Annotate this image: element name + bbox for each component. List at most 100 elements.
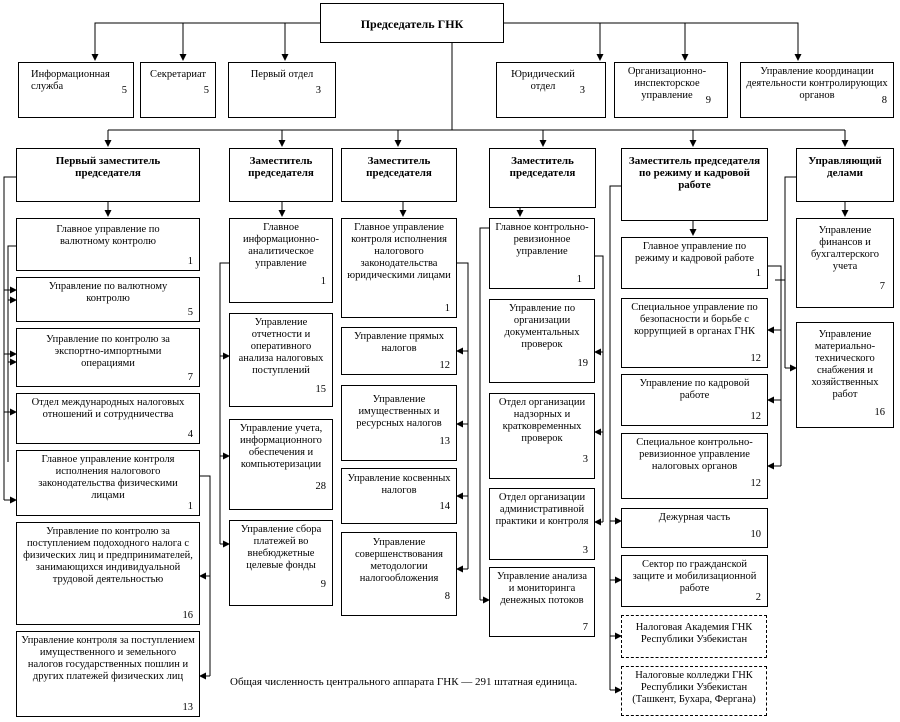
- unit-label: Отдел международных налоговых отношений …: [31, 397, 185, 420]
- unit-label: Сектор по гражданской защите и мобилизац…: [632, 559, 757, 594]
- staff-count: 3: [315, 85, 321, 96]
- staff-count: 28: [315, 481, 327, 492]
- col1-income-tax-control: Управление по контролю за поступлением п…: [16, 522, 200, 625]
- col4-documentary-audits: Управление по организации документальных…: [489, 299, 595, 383]
- staff-count: 8: [444, 591, 450, 602]
- chairman-box: Председатель ГНК: [320, 3, 504, 43]
- unit-label: Налоговая Академия ГНК Республики Узбеки…: [635, 622, 753, 645]
- unit-label: Отдел организации административной практ…: [495, 492, 589, 527]
- col4-supervisory-checks: Отдел организации надзорных и кратковрем…: [489, 393, 595, 479]
- col2-reporting-analysis: Управление отчетности и оперативного ана…: [229, 313, 333, 407]
- unit-information-service: Информационная служба 5: [18, 62, 134, 118]
- staff-count: 12: [750, 411, 762, 422]
- staff-count: 1: [576, 274, 582, 285]
- col1-international-relations: Отдел международных налоговых отношений …: [16, 393, 200, 444]
- unit-label: Управление по контролю за экспортно-импо…: [46, 334, 170, 369]
- deputy-audit: Заместитель председателя: [489, 148, 596, 208]
- staff-count: 12: [750, 353, 762, 364]
- deputy-regime-personnel: Заместитель председателя по режиму и кад…: [621, 148, 768, 221]
- staff-count: 13: [182, 702, 194, 713]
- staff-count: 1: [320, 276, 326, 287]
- unit-label: Первый отдел: [250, 69, 314, 80]
- unit-label: Организационно-инспекторское управление: [627, 66, 707, 101]
- col2-accounting-it: Управление учета, информационного обеспе…: [229, 419, 333, 510]
- staff-count: 2: [755, 592, 761, 603]
- staff-count: 1: [444, 303, 450, 314]
- unit-label: Специальное управление по безопасности и…: [631, 302, 758, 337]
- col3-tax-methodology: Управление совершенствования методологии…: [341, 532, 457, 616]
- col1-property-land-tax: Управление контроля за поступлением имущ…: [16, 631, 200, 717]
- deputy-first: Первый заместитель председателя: [16, 148, 200, 202]
- col1-main-currency-control: Главное управление по валютному контролю…: [16, 218, 200, 271]
- unit-first-department: Первый отдел 3: [228, 62, 336, 118]
- staff-count: 13: [439, 436, 451, 447]
- staff-count: 9: [320, 579, 326, 590]
- col5-main-regime-personnel: Главное управление по режиму и кадровой …: [621, 237, 768, 289]
- col1-export-import: Управление по контролю за экспортно-импо…: [16, 328, 200, 387]
- deputy-label: Заместитель председателя: [366, 155, 432, 179]
- staff-count: 12: [750, 478, 762, 489]
- col4-main-audit: Главное контрольно-ревизионное управлени…: [489, 218, 595, 289]
- col5-security-anticorruption: Специальное управление по безопасности и…: [621, 298, 768, 368]
- col5-tax-academy: Налоговая Академия ГНК Республики Узбеки…: [621, 615, 767, 658]
- col6-logistics-supply: Управление материально-технического снаб…: [796, 322, 894, 428]
- unit-label: Управление материально-технического снаб…: [811, 329, 879, 400]
- staff-count: 5: [121, 85, 127, 96]
- deputy-label: Заместитель председателя: [248, 155, 314, 179]
- unit-label: Управление совершенствования методологии…: [354, 537, 443, 584]
- deputy-legal-entities: Заместитель председателя: [341, 148, 457, 202]
- unit-label: Главное управление контроля исполнения н…: [347, 222, 451, 281]
- unit-label: Управление сбора платежей во внебюджетны…: [240, 524, 322, 571]
- unit-secretariat: Секретариат 5: [140, 62, 216, 118]
- staff-count: 14: [439, 501, 451, 512]
- unit-coordination-control: Управление координации деятельности конт…: [740, 62, 894, 118]
- col5-special-audit: Специальное контрольно-ревизионное управ…: [621, 433, 768, 499]
- deputy-label: Управляющий делами: [808, 155, 882, 179]
- unit-label: Управление прямых налогов: [354, 331, 444, 354]
- staff-count: 1: [187, 256, 193, 267]
- unit-label: Управление по валютному контролю: [48, 281, 168, 304]
- col2-info-analytics: Главное информационно-аналитическое упра…: [229, 218, 333, 303]
- unit-label: Главное управление по режиму и кадровой …: [635, 241, 754, 264]
- col5-personnel-work: Управление по кадровой работе 12: [621, 374, 768, 426]
- unit-label: Управление анализа и мониторинга денежны…: [497, 571, 587, 606]
- unit-label: Дежурная часть: [658, 512, 731, 523]
- staff-count: 1: [187, 501, 193, 512]
- staff-count: 16: [874, 407, 886, 418]
- unit-label: Управление контроля за поступлением имущ…: [21, 635, 195, 682]
- unit-legal-department: Юридический отдел 3: [496, 62, 606, 118]
- unit-label: Управление по организации документальных…: [504, 303, 580, 350]
- unit-label: Управление координации деятельности конт…: [746, 66, 888, 101]
- staff-count: 15: [315, 384, 327, 395]
- staff-count: 4: [187, 429, 193, 440]
- staff-count: 3: [579, 85, 585, 96]
- col2-extrabudgetary-funds: Управление сбора платежей во внебюджетны…: [229, 520, 333, 606]
- staff-count: 5: [187, 307, 193, 318]
- unit-label: Управление имущественных и ресурсных нал…: [356, 394, 442, 429]
- col5-civil-defense: Сектор по гражданской защите и мобилизац…: [621, 555, 768, 607]
- col4-cash-flow-monitoring: Управление анализа и мониторинга денежны…: [489, 567, 595, 637]
- chief-of-staff: Управляющий делами: [796, 148, 894, 202]
- unit-organizational-inspection: Организационно-инспекторское управление …: [614, 62, 728, 118]
- unit-label: Управление финансов и бухгалтерского уче…: [810, 225, 879, 272]
- deputy-label: Первый заместитель председателя: [55, 155, 161, 179]
- staff-count: 16: [182, 610, 194, 621]
- staff-count: 7: [187, 372, 193, 383]
- staff-count: 1: [755, 268, 761, 279]
- staff-count: 7: [582, 622, 588, 633]
- unit-label: Специальное контрольно-ревизионное управ…: [636, 437, 753, 472]
- col3-direct-taxes: Управление прямых налогов 12: [341, 327, 457, 375]
- deputy-label: Заместитель председателя по режиму и кад…: [628, 155, 761, 191]
- unit-label: Главное информационно-аналитическое упра…: [242, 222, 320, 269]
- col5-duty-unit: Дежурная часть 10: [621, 508, 768, 548]
- col1-individuals-compliance: Главное управление контроля исполнения н…: [16, 450, 200, 516]
- unit-label: Управление учета, информационного обеспе…: [239, 423, 323, 470]
- col3-indirect-taxes: Управление косвенных налогов 14: [341, 468, 457, 524]
- col6-finance-accounting: Управление финансов и бухгалтерского уче…: [796, 218, 894, 308]
- col5-tax-colleges: Налоговые колледжи ГНК Республики Узбеки…: [621, 666, 767, 716]
- unit-label: Управление по контролю за поступлением п…: [23, 526, 193, 585]
- unit-label: Информационная служба: [31, 69, 110, 92]
- unit-label: Управление по кадровой работе: [639, 378, 750, 401]
- staff-count: 12: [439, 360, 451, 371]
